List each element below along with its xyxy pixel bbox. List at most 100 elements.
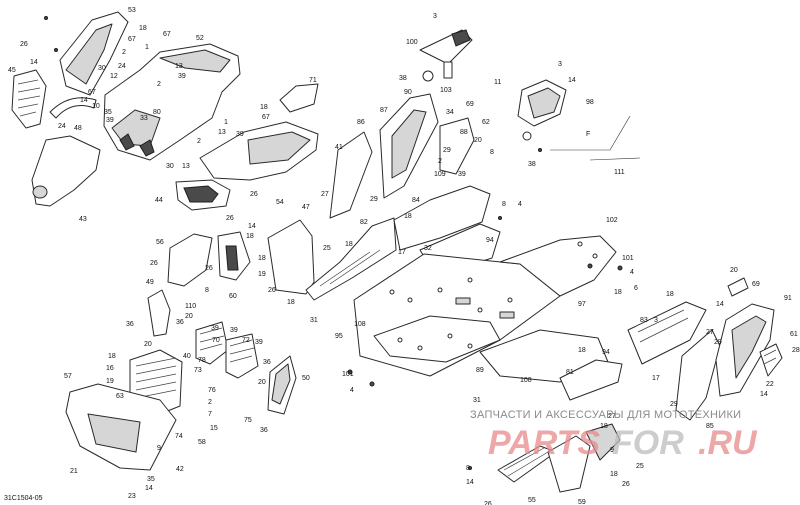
watermark-brand-mid: FOR <box>612 424 684 462</box>
part-side-skirt-81 <box>559 359 623 401</box>
part-floor-rail-82 <box>305 217 397 301</box>
callout-number: 41 <box>335 144 343 151</box>
callout-number: 101 <box>342 371 354 378</box>
callout-number: 27 <box>608 413 616 420</box>
callout-number: 36 <box>263 359 271 366</box>
callout-number: 90 <box>404 89 412 96</box>
callout-number: 52 <box>196 35 204 42</box>
callout-number: 20 <box>730 267 738 274</box>
callout-number: 18 <box>287 299 295 306</box>
callout-number: 12 <box>110 73 118 80</box>
callout-number: 29 <box>443 147 451 154</box>
callout-number: 14 <box>760 391 768 398</box>
callout-number: 73 <box>194 367 202 374</box>
callout-number: 13 <box>175 63 183 70</box>
callout-number: 21 <box>70 468 78 475</box>
callout-number: 26 <box>268 287 276 294</box>
line-111 <box>550 115 631 151</box>
callout-number: 18 <box>260 104 268 111</box>
callout-number: 38 <box>399 75 407 82</box>
callout-number: 39 <box>255 339 263 346</box>
part-front-fascia-left <box>59 11 129 96</box>
callout-number: 35 <box>147 476 155 483</box>
callout-number: 100 <box>406 39 418 46</box>
callout-number: 26 <box>205 265 213 272</box>
part-bracket-60 <box>217 231 251 281</box>
callout-number: 101 <box>622 255 634 262</box>
callout-number: 27 <box>706 329 714 336</box>
callout-number: 69 <box>466 101 474 108</box>
callout-number: 109 <box>434 171 446 178</box>
callout-number: 17 <box>398 249 406 256</box>
callout-number: 30 <box>98 65 106 72</box>
callout-number: 8 <box>205 287 209 294</box>
callout-number: 3 <box>654 317 658 324</box>
callout-number: 2 <box>197 138 201 145</box>
callout-number: 18 <box>614 289 622 296</box>
part-bracket-69 <box>727 277 749 297</box>
callout-number: 8 <box>466 465 470 472</box>
callout-number: 20 <box>474 137 482 144</box>
callout-number: 86 <box>357 119 365 126</box>
callout-number: 18 <box>600 423 608 430</box>
part-front-skid-57 <box>65 383 177 471</box>
callout-number: 19 <box>106 378 114 385</box>
callout-number: 67 <box>163 31 171 38</box>
callout-number: 14 <box>145 485 153 492</box>
callout-number: 74 <box>175 433 183 440</box>
callout-number: 18 <box>345 241 353 248</box>
callout-number: 108 <box>354 321 366 328</box>
watermark-brand-right: .RU <box>698 424 758 462</box>
part-vent-50 <box>267 355 297 415</box>
callout-number: 4 <box>630 269 634 276</box>
callout-number: 20 <box>258 379 266 386</box>
callout-number: 4 <box>350 387 354 394</box>
callout-number: 63 <box>116 393 124 400</box>
callout-number: 85 <box>706 423 714 430</box>
callout-number: 59 <box>578 499 586 505</box>
callout-number: 4 <box>518 201 522 208</box>
callout-number: 35 <box>104 109 112 116</box>
callout-number: 8 <box>490 149 494 156</box>
callout-number: 40 <box>183 353 191 360</box>
callout-number: 29 <box>670 401 678 408</box>
watermark-caption: ЗАПЧАСТИ И АКСЕССУАРЫ ДЛЯ МОТОТЕХНИКИ <box>470 409 741 421</box>
callout-number: 15 <box>210 425 218 432</box>
callout-number: 31 <box>310 317 318 324</box>
watermark-brand-left: PARTS <box>488 424 600 462</box>
callout-number: 10 <box>92 103 100 110</box>
callout-number: 89 <box>476 367 484 374</box>
fasteners <box>44 16 623 470</box>
part-side-panel-56 <box>167 233 213 287</box>
callout-number: F <box>586 131 590 138</box>
part-headlight-44 <box>175 179 231 211</box>
reference-code: 31C1504-05 <box>4 495 43 502</box>
part-rear-panel-83 <box>627 301 707 365</box>
part-front-hood <box>103 43 241 161</box>
callout-number: 29 <box>370 196 378 203</box>
callout-number: 14 <box>30 59 38 66</box>
callout-number: 1 <box>224 119 228 126</box>
callout-number: 48 <box>74 125 82 132</box>
part-trim-61 <box>759 343 783 377</box>
callout-number: 18 <box>404 213 412 220</box>
callout-number: 11 <box>494 79 501 86</box>
callout-number: 94 <box>486 237 494 244</box>
part-floor-plate-mid <box>373 315 501 363</box>
callout-number: 83 <box>640 317 648 324</box>
callout-number: 26 <box>150 260 158 267</box>
callout-number: 76 <box>208 387 216 394</box>
callout-number: 97 <box>578 301 586 308</box>
callout-number: 18 <box>666 291 674 298</box>
callout-number: 34 <box>446 109 454 116</box>
callout-number: 28 <box>792 347 800 354</box>
callout-number: 2 <box>157 81 161 88</box>
callout-number: 3 <box>558 61 562 68</box>
part-mirror-100 <box>419 29 473 65</box>
callout-number: 39 <box>458 171 466 178</box>
callout-number: 26 <box>250 191 258 198</box>
callout-number: 56 <box>156 239 164 246</box>
callout-number: 2 <box>208 399 212 406</box>
callout-number: 58 <box>198 439 206 446</box>
callout-number: 16 <box>106 365 114 372</box>
